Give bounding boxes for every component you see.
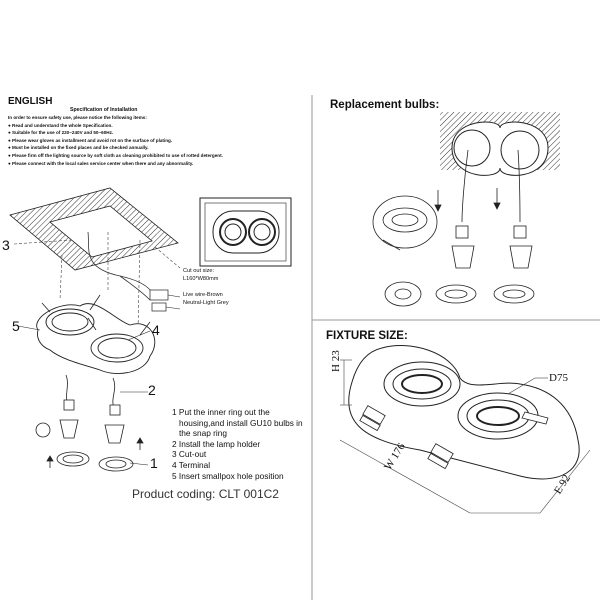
leader-lines	[13, 232, 141, 331]
gu10-bulbs	[59, 399, 125, 444]
top-view-inset	[199, 197, 292, 267]
replacement-wires	[461, 149, 521, 223]
step-line: housing,and install GU10 bulbs in	[179, 417, 303, 428]
spec-title: Specification of Installation	[70, 107, 138, 113]
wire-grey-label: Neutral-Light Grey	[183, 300, 229, 306]
spec-line: ● Read and understand the whole Specific…	[8, 122, 113, 128]
fixture-size-drawing	[348, 345, 580, 480]
fixture-clips	[359, 405, 549, 470]
step-line: 3 Cut-out	[172, 449, 207, 460]
language-heading: ENGLISH	[8, 96, 53, 107]
wire-brown-label: Live wire-Brown	[183, 292, 223, 298]
terminal-block	[149, 289, 181, 312]
step-line: 2 Install the lamp holder	[172, 438, 261, 449]
cutout-size: L160*W80mm	[183, 276, 219, 282]
replacement-bulbs-title: Replacement bulbs:	[330, 99, 440, 111]
cutout-label: Cut out size:	[183, 268, 215, 274]
step-line: the snap ring	[179, 428, 227, 439]
spec-line: ● Please firm off the lighting source by…	[8, 152, 223, 158]
snap-rings	[35, 422, 134, 472]
replacement-ceiling	[440, 112, 560, 176]
installation-steps: 1 Put the inner ring out the housing,and…	[172, 407, 303, 481]
fixture-size-title: FIXTURE SIZE:	[326, 330, 408, 342]
replacement-arrows	[434, 188, 501, 212]
fixture-housing	[36, 303, 156, 374]
callout-2: 2	[148, 382, 156, 398]
step-line: 5 Insert smallpox hole position	[172, 470, 284, 481]
inset-leader	[154, 246, 181, 269]
assembly-arrows	[46, 437, 144, 468]
spec-line: ● Suitable for the use of 220~240V and 5…	[8, 130, 114, 136]
callout-leaders	[17, 325, 151, 466]
dimension-lines	[339, 359, 591, 514]
spec-line: ● Must be installed on the fixed places …	[8, 145, 149, 151]
replacement-ring-detail	[372, 195, 438, 251]
step-line: 1 Put the inner ring out the	[172, 407, 270, 417]
callout-4: 4	[152, 322, 160, 338]
replacement-snap-rings	[384, 281, 535, 307]
spec-line: ● Please wear gloves as installment and …	[8, 137, 173, 143]
wire-harness	[87, 231, 155, 301]
callout-1: 1	[150, 455, 158, 471]
ceiling-panel	[9, 187, 179, 271]
spec-line: In order to ensure safety use, please no…	[8, 115, 147, 120]
replacement-bulbs	[451, 225, 533, 269]
step-line: 4 Terminal	[172, 459, 211, 470]
callout-3: 3	[2, 237, 10, 253]
spec-line: ● Please connect with the local sales se…	[8, 160, 194, 166]
product-coding: Product coding: CLT 001C2	[132, 487, 279, 501]
spec-list: In order to ensure safety use, please no…	[8, 114, 223, 167]
dimension-height: H 23	[330, 350, 342, 372]
dimension-diameter: D75	[549, 372, 568, 384]
callout-5: 5	[12, 318, 20, 334]
